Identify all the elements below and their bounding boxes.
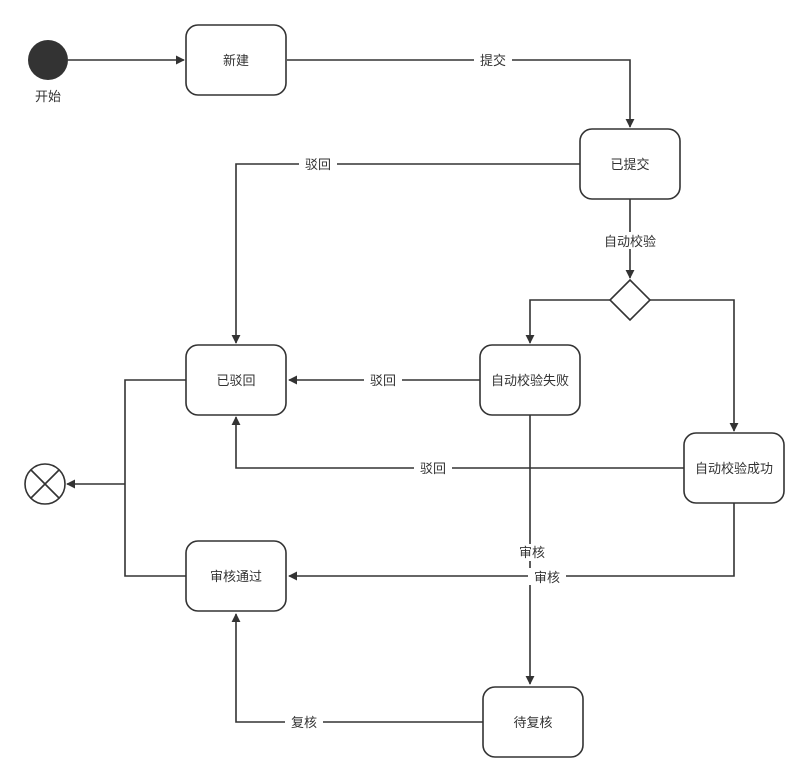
- decision-node: [608, 278, 652, 322]
- edge-label-review-from-success: 审核: [528, 568, 566, 586]
- edge-label-reject-from-success: 驳回: [414, 460, 452, 477]
- svg-text:提交: 提交: [480, 53, 506, 69]
- edge-label-submit: 提交: [474, 52, 512, 69]
- edge-recheck: [231, 613, 483, 723]
- edge-label-auto-check: 自动校验: [600, 232, 660, 250]
- state-submitted[interactable]: 已提交: [579, 128, 681, 200]
- svg-text:新建: 新建: [223, 53, 249, 69]
- svg-text:审核通过: 审核通过: [210, 570, 262, 585]
- edge-reject-from-submitted: [231, 163, 580, 344]
- state-rejected[interactable]: 已驳回: [185, 344, 287, 416]
- svg-text:驳回: 驳回: [420, 462, 446, 477]
- svg-text:自动校验成功: 自动校验成功: [695, 461, 773, 477]
- state-approved[interactable]: 审核通过: [185, 540, 287, 612]
- edge-decision-to-fail: [525, 299, 610, 344]
- edge-decision-to-success: [650, 299, 739, 432]
- svg-text:已提交: 已提交: [610, 157, 649, 173]
- edge-review-from-success: [288, 503, 735, 581]
- state-auto-check-success[interactable]: 自动校验成功: [683, 432, 785, 504]
- svg-text:自动校验失败: 自动校验失败: [491, 373, 569, 389]
- edge-label-reject-from-submitted: 驳回: [299, 156, 337, 173]
- svg-text:审核: 审核: [519, 546, 545, 561]
- end-node: [24, 463, 66, 505]
- svg-text:审核: 审核: [534, 571, 560, 586]
- svg-text:已驳回: 已驳回: [216, 374, 255, 389]
- edge-reject-from-success: [231, 416, 684, 469]
- start-node: [28, 40, 68, 80]
- svg-text:驳回: 驳回: [305, 158, 331, 173]
- state-pending-recheck[interactable]: 待复核: [482, 686, 584, 758]
- svg-text:复核: 复核: [291, 716, 317, 731]
- edge-label-reject-from-fail: 驳回: [364, 372, 402, 389]
- edge-rejected-to-end: [124, 379, 186, 577]
- edge-submit: [287, 59, 635, 128]
- edge-label-review-from-fail: 审核: [513, 544, 551, 561]
- state-auto-check-failed[interactable]: 自动校验失败: [479, 344, 581, 416]
- edge-label-recheck: 复核: [285, 714, 323, 731]
- start-label: 开始: [35, 90, 61, 105]
- state-new[interactable]: 新建: [185, 24, 287, 96]
- svg-text:驳回: 驳回: [370, 374, 396, 389]
- svg-text:待复核: 待复核: [513, 716, 552, 731]
- svg-text:自动校验: 自动校验: [604, 234, 656, 250]
